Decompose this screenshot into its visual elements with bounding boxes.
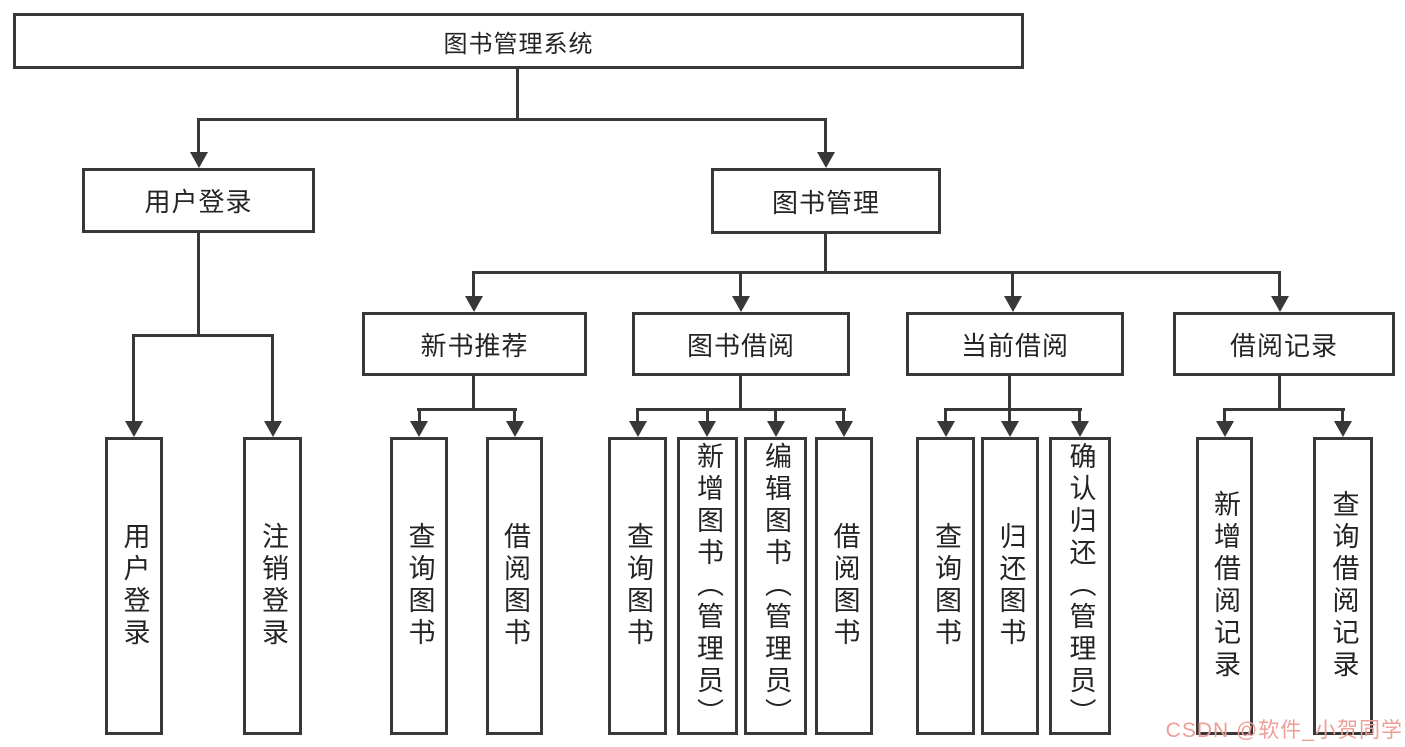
arrow-down <box>629 421 647 437</box>
arrow-down <box>410 421 428 437</box>
arrow-down <box>1001 421 1019 437</box>
arrow-down <box>937 421 955 437</box>
arrow-down <box>1334 421 1352 437</box>
arrow-down <box>698 421 716 437</box>
leaf-label: 查询图书 <box>623 522 653 650</box>
connector <box>824 234 827 273</box>
connector <box>1008 376 1011 410</box>
leaf-query-books-recommend: 查询图书 <box>390 437 448 735</box>
arrow-down <box>732 296 750 312</box>
arrow-down <box>125 421 143 437</box>
leaf-label: 查询图书 <box>931 522 961 650</box>
connector <box>842 411 845 422</box>
node-label: 当前借阅 <box>960 330 1069 361</box>
arrow-down <box>190 152 208 168</box>
arrow-down <box>264 421 282 437</box>
connector <box>472 271 1281 274</box>
leaf-label: 借阅图书 <box>500 522 530 650</box>
connector <box>1278 274 1281 298</box>
leaf-borrow-books-recommend: 借阅图书 <box>486 437 543 735</box>
leaf-query-books-borrow: 查询图书 <box>608 437 667 735</box>
leaf-add-books-admin: 新增图书（管理员） <box>677 437 738 735</box>
connector <box>1008 411 1011 422</box>
connector <box>132 337 135 422</box>
leaf-label: 归还图书 <box>995 522 1026 650</box>
leaf-label: 确认归还（管理员） <box>1065 442 1096 730</box>
node-book-management: 图书管理 <box>711 168 941 234</box>
node-root-system: 图书管理系统 <box>13 13 1024 69</box>
connector <box>513 411 516 422</box>
arrow-down <box>1071 421 1089 437</box>
connector <box>1223 408 1345 411</box>
leaf-label: 查询图书 <box>404 522 435 650</box>
connector <box>1223 411 1226 422</box>
connector <box>472 274 475 298</box>
arrow-down <box>767 421 785 437</box>
connector <box>516 69 519 121</box>
connector <box>706 411 709 422</box>
connector <box>197 118 827 121</box>
leaf-query-borrow-record: 查询借阅记录 <box>1313 437 1373 735</box>
connector <box>1078 411 1081 422</box>
leaf-logout: 注销登录 <box>243 437 302 735</box>
arrow-down <box>506 421 524 437</box>
arrow-down <box>1216 421 1234 437</box>
leaf-confirm-return-admin: 确认归还（管理员） <box>1049 437 1111 735</box>
connector <box>944 411 947 422</box>
connector <box>472 376 475 410</box>
connector <box>197 233 200 336</box>
node-label: 图书管理系统 <box>443 30 594 58</box>
connector <box>417 408 517 411</box>
node-label: 用户登录 <box>144 187 253 217</box>
connector <box>1278 376 1281 410</box>
connector <box>774 411 777 422</box>
node-borrow-records: 借阅记录 <box>1173 312 1395 376</box>
leaf-return-books: 归还图书 <box>981 437 1039 735</box>
connector <box>636 408 846 411</box>
node-label: 图书管理 <box>771 187 880 218</box>
node-book-borrow: 图书借阅 <box>632 312 850 376</box>
leaf-user-login: 用户登录 <box>105 437 163 735</box>
node-label: 借阅记录 <box>1229 330 1338 361</box>
csdn-watermark: CSDN @软件_小贺同学 <box>1165 719 1403 742</box>
leaf-label: 注销登录 <box>258 522 288 650</box>
connector <box>132 334 274 337</box>
leaf-label: 新增图书（管理员） <box>693 442 723 730</box>
connector <box>944 408 1082 411</box>
connector <box>1011 274 1014 298</box>
leaf-label: 借阅图书 <box>829 522 860 650</box>
node-current-borrow: 当前借阅 <box>906 312 1124 376</box>
arrow-down <box>817 152 835 168</box>
arrow-down <box>465 296 483 312</box>
leaf-label: 新增借阅记录 <box>1210 490 1240 682</box>
node-label: 新书推荐 <box>420 330 529 361</box>
connector <box>418 411 421 422</box>
node-user-login: 用户登录 <box>82 168 315 233</box>
node-label: 图书借阅 <box>686 330 795 361</box>
connector <box>636 411 639 422</box>
connector <box>197 121 200 153</box>
connector <box>739 376 742 410</box>
connector <box>739 274 742 298</box>
arrow-down <box>1271 296 1289 312</box>
arrow-down <box>835 421 853 437</box>
leaf-add-borrow-record: 新增借阅记录 <box>1196 437 1253 735</box>
connector <box>824 121 827 153</box>
leaf-query-books-current: 查询图书 <box>916 437 975 735</box>
leaf-borrow-books: 借阅图书 <box>815 437 873 735</box>
leaf-label: 用户登录 <box>119 522 150 650</box>
node-new-book-recommend: 新书推荐 <box>362 312 587 376</box>
connector <box>1341 411 1344 422</box>
connector <box>271 337 274 422</box>
arrow-down <box>1004 296 1022 312</box>
leaf-label: 查询借阅记录 <box>1328 490 1359 682</box>
leaf-edit-books-admin: 编辑图书（管理员） <box>744 437 807 735</box>
leaf-label: 编辑图书（管理员） <box>761 442 791 730</box>
